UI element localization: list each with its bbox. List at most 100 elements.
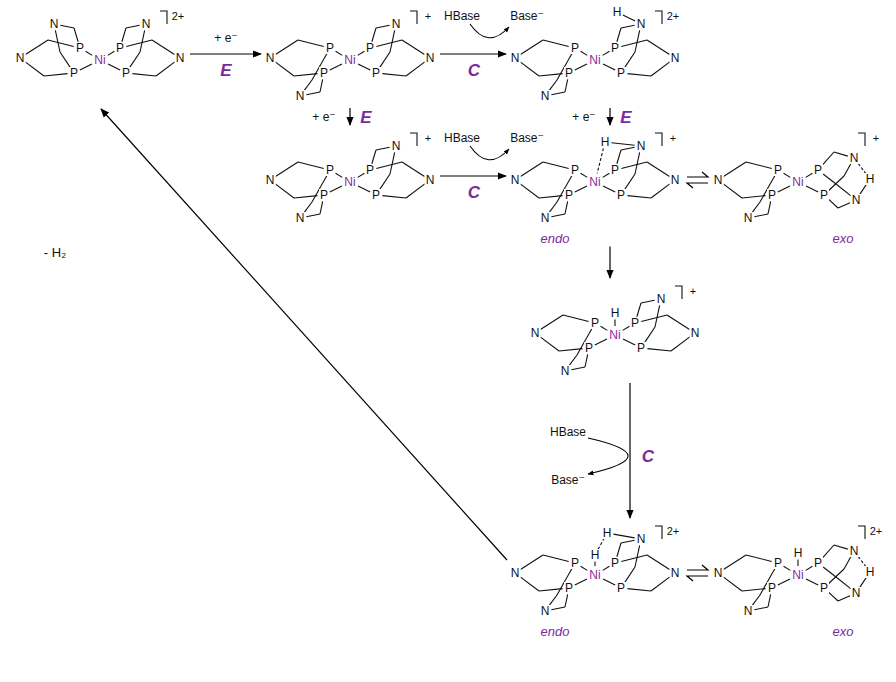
bond-line — [625, 174, 635, 190]
bond-line — [635, 152, 640, 174]
bond-line — [108, 64, 120, 70]
atom-label: N — [530, 327, 541, 339]
bond-line — [372, 28, 376, 42]
bond-line — [551, 214, 565, 217]
bond-line — [390, 152, 395, 174]
bond-line — [823, 567, 836, 577]
bond-line — [126, 40, 152, 46]
bond-line — [540, 315, 563, 329]
bond-line — [603, 173, 610, 177]
atom-label: N — [265, 52, 276, 64]
bond-line — [520, 40, 543, 54]
bond-line — [543, 162, 569, 168]
bond-line — [156, 62, 175, 76]
bond-line — [598, 539, 604, 550]
bond-line — [723, 184, 742, 198]
charge-label: + — [872, 133, 880, 144]
bond-line — [358, 173, 365, 177]
atom-label: N — [636, 533, 647, 545]
conformer-label: endo — [540, 625, 571, 638]
atom-label: P — [767, 582, 777, 594]
atom-label: Ni — [791, 569, 804, 581]
atom-label: P — [564, 582, 574, 594]
bond-line — [520, 184, 539, 198]
atom-label: P — [610, 557, 620, 569]
bond-line — [575, 64, 587, 70]
bond-line — [275, 162, 298, 176]
atom-label: Ni — [588, 176, 601, 188]
molecule-structure: 2+NNPPNiPPNNHHendo — [507, 519, 685, 640]
bond-line — [581, 173, 588, 177]
bond-line — [603, 51, 610, 55]
reagent-label: HBase — [443, 10, 481, 22]
bond-line — [635, 545, 640, 567]
bond-line — [823, 174, 836, 184]
atom-label: Ni — [343, 54, 356, 66]
bond-line — [551, 607, 565, 610]
bond-line — [306, 92, 320, 95]
bond-line — [358, 64, 370, 70]
reagent-label: + e⁻ — [571, 111, 596, 123]
bond-line — [140, 30, 145, 52]
bond-line — [406, 184, 425, 198]
atom-label: P — [616, 67, 626, 79]
atom-label: H — [602, 527, 613, 539]
atom-label: N — [851, 194, 862, 206]
atom-label: P — [564, 67, 574, 79]
bond-line — [623, 326, 630, 330]
bond-line — [647, 162, 670, 176]
bond-line — [376, 25, 390, 28]
bond-line — [275, 62, 294, 76]
curved-arrow — [588, 438, 628, 474]
atom-label: P — [584, 342, 594, 354]
molecule-structure: +NNPPNiPPNNHexo — [710, 126, 888, 247]
bond-line — [563, 315, 589, 321]
bond-line — [641, 315, 667, 321]
atom-label: N — [690, 327, 701, 339]
atom-label: Ni — [343, 176, 356, 188]
atom-label: H — [793, 547, 804, 559]
atom-label: P — [75, 42, 85, 54]
atom-label: N — [510, 567, 521, 579]
bond-line — [390, 30, 395, 52]
atom-label: N — [849, 545, 860, 557]
bond-line — [543, 40, 569, 46]
atom-label: P — [630, 317, 640, 329]
bond-line — [575, 186, 587, 192]
atom-label: P — [319, 67, 329, 79]
step-label: C — [467, 62, 481, 79]
bond-line — [784, 173, 791, 177]
bond-line — [617, 543, 621, 557]
bond-line — [834, 152, 848, 156]
atom-label: N — [743, 605, 754, 617]
atom-label: N — [713, 567, 724, 579]
atom-label: P — [636, 342, 646, 354]
bond-line — [376, 147, 390, 150]
bond-line — [647, 555, 670, 569]
atom-label: P — [610, 42, 620, 54]
atom-label: P — [371, 189, 381, 201]
charge-label: 2+ — [666, 11, 681, 22]
bond-line — [122, 28, 126, 42]
atom-label: N — [15, 52, 26, 64]
atom-label: P — [325, 164, 335, 176]
bond-line — [520, 62, 539, 76]
bond-line — [594, 562, 595, 567]
molecule-structure: +NNPPNiPPNN — [262, 4, 440, 108]
step-label: E — [619, 109, 632, 126]
atom-label: H — [590, 549, 601, 561]
bond-line — [723, 162, 746, 176]
atom-label: P — [813, 557, 823, 569]
bond-line — [806, 579, 818, 585]
atom-label: P — [365, 42, 375, 54]
bond-line — [836, 577, 851, 589]
bond-line — [603, 579, 615, 585]
atom-label: P — [570, 164, 580, 176]
reaction-arrow — [609, 108, 610, 125]
curved-arrow — [470, 24, 509, 38]
bond-line — [768, 201, 771, 214]
bond-line — [627, 74, 651, 76]
atom-label: N — [851, 587, 862, 599]
molecule-structure: +NNPPNiPPNNHendo — [507, 126, 685, 247]
bond-line — [613, 534, 634, 538]
